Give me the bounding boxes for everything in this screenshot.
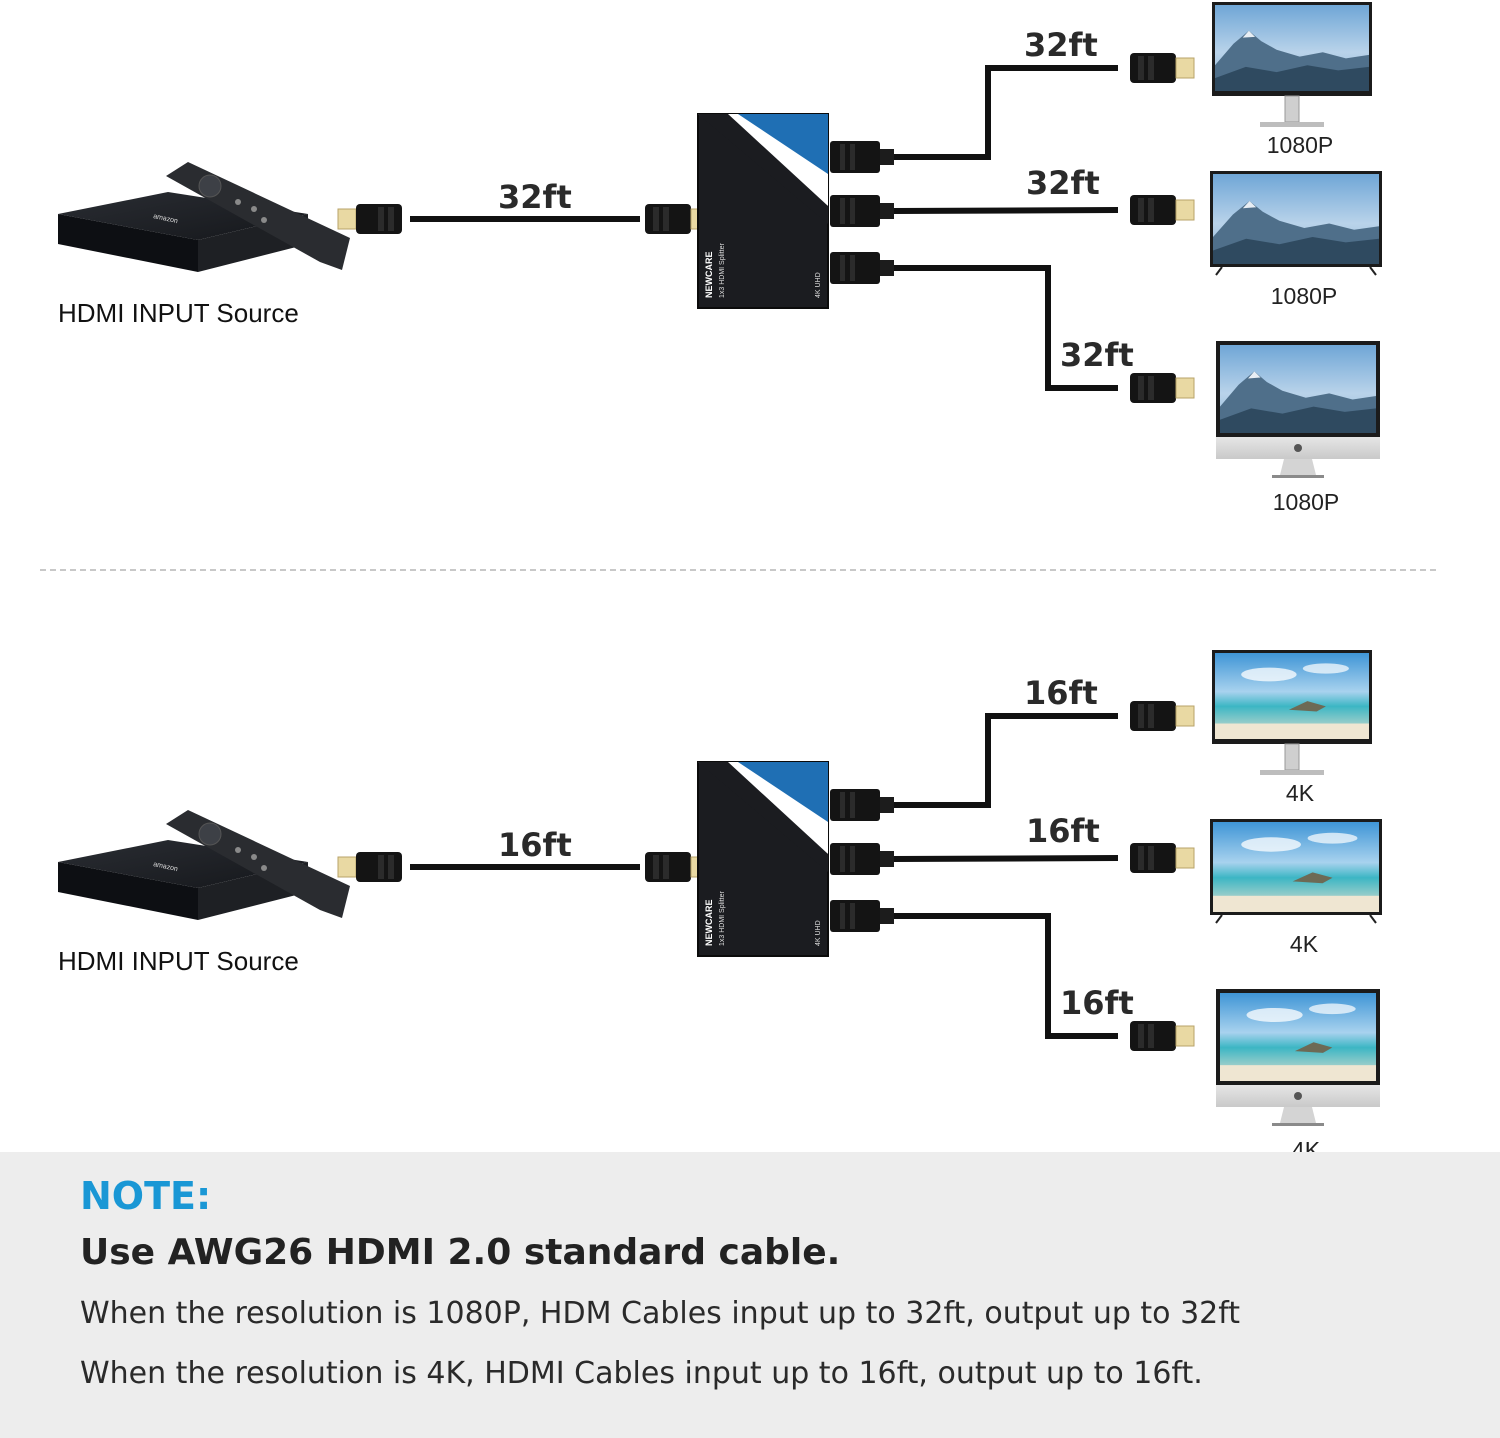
note-panel: NOTE: Use AWG26 HDMI 2.0 standard cable.…	[0, 1152, 1500, 1438]
output-plug-display-3	[1130, 373, 1195, 403]
output-port-plug-3	[830, 252, 894, 284]
resolution-label-1: 4K	[1286, 780, 1315, 806]
output-port-plug-3	[830, 900, 894, 932]
output-length-label-3: 32ft	[1060, 336, 1134, 374]
resolution-label-3: 4K	[1292, 1137, 1321, 1152]
splitter-device: NEWCARE 1x3 HDMI Splitter 4K UHD	[697, 113, 829, 309]
input-plug-source	[337, 204, 402, 234]
note-title: NOTE:	[80, 1174, 212, 1218]
display-tv	[1210, 819, 1382, 924]
display-monitor	[1212, 650, 1372, 775]
output-cable-3	[894, 265, 1118, 391]
output-plug-display-3	[1130, 1021, 1195, 1051]
resolution-label-1: 1080P	[1267, 132, 1334, 158]
splitter-badge: 4K UHD	[815, 920, 822, 946]
input-length-label: 32ft	[498, 178, 572, 216]
splitter-model: 1x3 HDMI Splitter	[719, 242, 726, 298]
display-imac	[1216, 341, 1380, 478]
output-port-plug-1	[830, 141, 894, 173]
output-length-label-2: 32ft	[1026, 164, 1100, 202]
splitter-brand: NEWCARE	[704, 900, 714, 947]
source-label: HDMI INPUT Source	[58, 298, 299, 328]
input-length-label: 16ft	[498, 826, 572, 864]
splitter-brand: NEWCARE	[704, 252, 714, 299]
splitter-device: NEWCARE 1x3 HDMI Splitter 4K UHD	[697, 761, 829, 957]
splitter-badge: 4K UHD	[815, 272, 822, 298]
output-length-label-1: 16ft	[1024, 674, 1098, 712]
output-cable-1	[894, 713, 1118, 808]
source-label: HDMI INPUT Source	[58, 946, 299, 976]
note-line-4k: When the resolution is 4K, HDMI Cables i…	[80, 1356, 1203, 1391]
output-port-plug-2	[830, 843, 894, 875]
output-cable-3	[894, 913, 1118, 1039]
resolution-label-2: 4K	[1290, 931, 1319, 957]
source-device: amazon	[58, 810, 350, 920]
output-cable-2	[893, 207, 1119, 214]
resolution-label-3: 1080P	[1273, 489, 1340, 515]
note-subtitle: Use AWG26 HDMI 2.0 standard cable.	[80, 1232, 841, 1273]
output-length-label-2: 16ft	[1026, 812, 1100, 850]
display-imac	[1216, 989, 1380, 1126]
output-cable-1	[894, 65, 1118, 160]
output-port-plug-1	[830, 789, 894, 821]
output-length-label-1: 32ft	[1024, 26, 1098, 64]
output-plug-display-1	[1130, 53, 1195, 83]
output-length-label-3: 16ft	[1060, 984, 1134, 1022]
source-device: amazon	[58, 162, 350, 272]
output-plug-display-2	[1130, 195, 1195, 225]
display-monitor	[1212, 2, 1372, 127]
display-tv	[1210, 171, 1382, 276]
splitter-model: 1x3 HDMI Splitter	[719, 890, 726, 946]
output-plug-display-1	[1130, 701, 1195, 731]
output-plug-display-2	[1130, 843, 1195, 873]
resolution-label-2: 1080P	[1271, 283, 1338, 309]
output-cable-2	[893, 855, 1119, 862]
output-port-plug-2	[830, 195, 894, 227]
note-line-1080p: When the resolution is 1080P, HDM Cables…	[80, 1296, 1241, 1331]
input-plug-source	[337, 852, 402, 882]
